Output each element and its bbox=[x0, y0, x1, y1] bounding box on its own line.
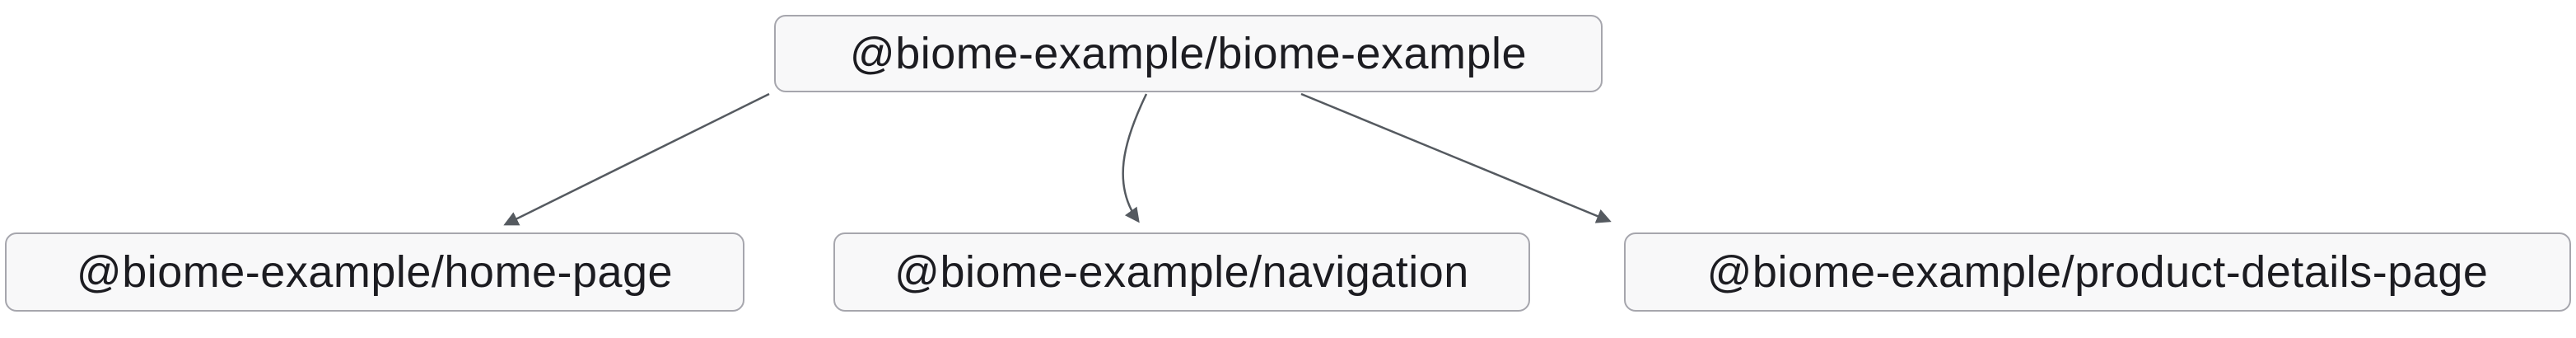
node-navigation-label: @biome-example/navigation bbox=[894, 247, 1469, 297]
node-navigation[interactable]: @biome-example/navigation bbox=[833, 232, 1530, 312]
node-biome-example-label: @biome-example/biome-example bbox=[849, 29, 1528, 78]
edge-root-to-product-details-page bbox=[1300, 92, 1612, 223]
edge-root-to-home-page bbox=[503, 92, 770, 226]
node-biome-example[interactable]: @biome-example/biome-example bbox=[774, 15, 1603, 92]
edge-root-to-navigation bbox=[1122, 93, 1148, 223]
node-product-details-page[interactable]: @biome-example/product-details-page bbox=[1624, 232, 2571, 312]
node-home-page[interactable]: @biome-example/home-page bbox=[5, 232, 744, 312]
node-home-page-label: @biome-example/home-page bbox=[76, 247, 674, 297]
node-product-details-page-label: @biome-example/product-details-page bbox=[1706, 247, 2489, 297]
